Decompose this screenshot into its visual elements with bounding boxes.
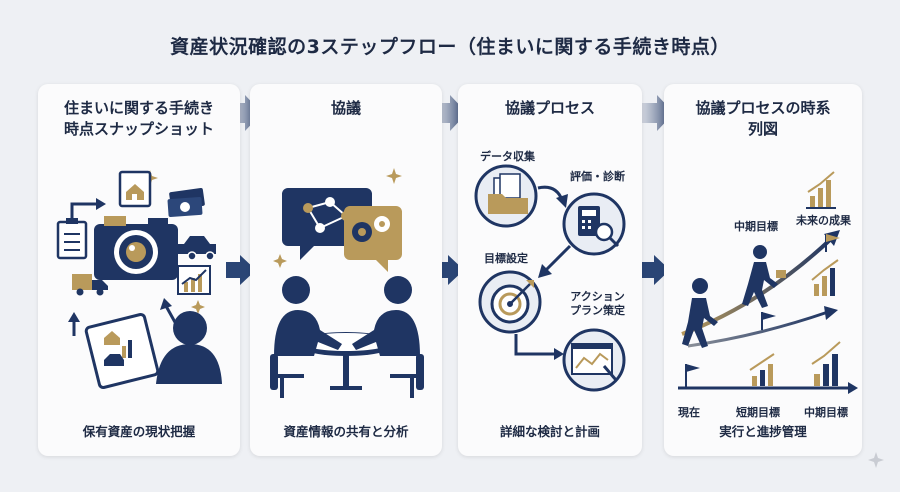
short-goal-chart-icon xyxy=(749,353,775,386)
car-icon xyxy=(178,236,216,261)
goal-setting-label: 目標設定 xyxy=(484,252,528,265)
future-result-label: 未来の成果 xyxy=(796,214,851,227)
step-1-footer: 保有資産の現状把握 xyxy=(82,424,196,439)
meeting-illustration xyxy=(270,168,424,398)
house-document-icon xyxy=(118,170,152,208)
mid-goal-chart-icon xyxy=(811,341,841,386)
snapshot-illustration xyxy=(56,170,222,389)
step-card-3: 協議プロセス データ収集 評価・診断 目標設定 アクション プラン策定 xyxy=(458,84,642,456)
mid-flag-icon xyxy=(761,312,776,330)
process-illustration xyxy=(474,164,626,392)
step-card-1: 住まいに関する手続き 時点スナップショット xyxy=(38,84,240,456)
person-right-icon xyxy=(352,276,424,398)
step-4-title: 協議プロセスの時系 列図 xyxy=(695,99,831,138)
folder-documents-icon xyxy=(474,164,538,228)
step-1-title: 住まいに関する手続き 時点スナップショット xyxy=(63,99,214,138)
person-with-clipboard-icon xyxy=(84,311,222,389)
person-left-icon xyxy=(270,276,342,398)
step-4-footer: 実行と進捗管理 xyxy=(719,424,807,439)
plan-chart-icon xyxy=(562,328,626,392)
evaluation-label: 評価・診断 xyxy=(570,170,625,183)
mid-goal-label: 中期目標 xyxy=(734,220,778,233)
upper-growth-chart-icon xyxy=(811,259,839,296)
checklist-icon xyxy=(56,218,88,260)
now-flag-icon xyxy=(685,364,700,388)
growth-chart-icon xyxy=(177,265,211,295)
truck-icon xyxy=(72,274,108,296)
target-icon xyxy=(478,270,542,334)
walking-person-back-icon xyxy=(682,278,718,348)
gear-speech-bubble-icon xyxy=(344,206,402,272)
step-2-title: 協議 xyxy=(330,99,361,117)
step-2-footer: 資産情報の共有と分析 xyxy=(283,424,409,439)
mid-arrow-3 xyxy=(640,255,670,285)
step-3-footer: 詳細な検討と計画 xyxy=(499,424,600,439)
short-goal-axis-label: 短期目標 xyxy=(736,406,780,419)
future-flag-icon xyxy=(825,234,840,252)
action-plan-label: アクション プラン策定 xyxy=(570,290,625,317)
future-growth-chart-icon xyxy=(806,171,836,209)
money-icon xyxy=(167,187,205,218)
camera-icon xyxy=(94,216,178,280)
step-card-4: 協議プロセスの時系 列図 中期目標 未来の成果 現在 短期目標 中期目標 xyxy=(664,84,862,456)
timeline-illustration xyxy=(678,171,858,394)
data-collection-label: データ収集 xyxy=(480,150,535,163)
step-3-title: 協議プロセス xyxy=(504,99,595,117)
sparkle-icon xyxy=(273,168,402,268)
now-axis-label: 現在 xyxy=(678,406,700,419)
step-card-2: 協議 xyxy=(250,84,442,456)
page-title: 資産状況確認の3ステップフロー（住まいに関する手続き時点） xyxy=(170,36,730,58)
calculator-magnifier-icon xyxy=(562,192,626,256)
walking-person-front-icon xyxy=(742,245,786,308)
mid-arrow-1 xyxy=(226,255,256,285)
mid-goal-axis-label: 中期目標 xyxy=(804,406,848,419)
